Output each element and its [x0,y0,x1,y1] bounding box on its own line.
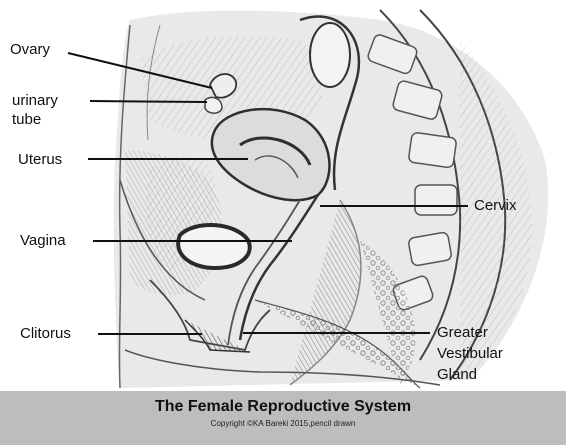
vagina-canal [227,194,320,346]
spine-vertebrae [367,9,532,385]
leader-lines [67,52,468,335]
diagram-title: The Female Reproductive System [154,398,412,415]
label-greater-vestibular-gland: Greater Vestibular Gland [437,324,503,383]
label-ovary: Ovary [10,41,51,58]
label-urinary-tube: urinary tube [12,92,58,128]
caption-band: The Female Reproductive System Copyright… [0,391,566,445]
pubic-bone [176,223,252,271]
label-cervix: Cervix [474,197,517,214]
ovary-organ [204,73,238,114]
label-clitorus: Clitorus [20,325,71,342]
body-outline [118,24,161,389]
rectum [289,15,362,386]
anatomical-sketch [67,9,549,389]
label-uterus: Uterus [18,151,63,168]
uterus-organ [210,107,331,202]
label-vagina: Vagina [20,232,66,249]
leader-urinary-tube [89,100,208,103]
copyright-notice: Copyright ©KA Bareki 2015,pencil drawn [210,419,356,428]
external-genitalia [124,240,441,389]
leader-ovary [67,52,213,89]
